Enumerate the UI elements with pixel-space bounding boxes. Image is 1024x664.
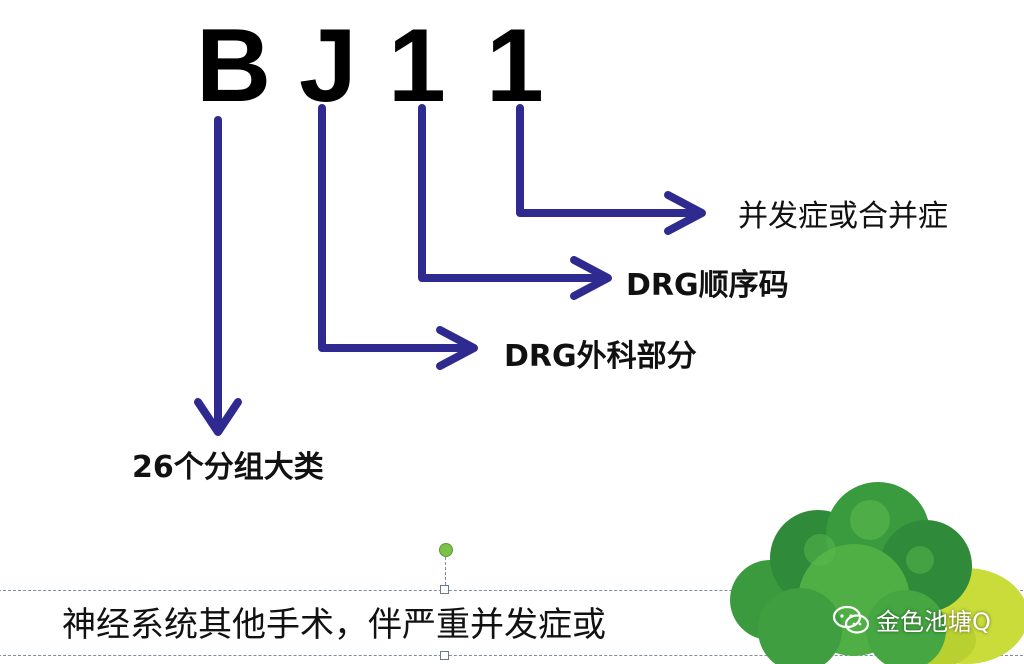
caption-text: 神经系统其他手术，伴严重并发症或	[62, 605, 606, 645]
watermark: 金色池塘Q	[832, 602, 991, 637]
caption-textbox[interactable]	[0, 590, 1024, 656]
label-surgical-part: DRG外科部分	[504, 339, 697, 374]
resize-handle-bottom[interactable]	[440, 651, 449, 660]
arrow-j-path	[318, 104, 474, 352]
code-char-j: J	[299, 8, 357, 124]
rotation-connector	[445, 557, 446, 585]
watermark-text: 金色池塘Q	[876, 608, 991, 636]
code-char-1-first: 1	[388, 8, 446, 124]
label-sequence-code: DRG顺序码	[626, 268, 789, 303]
arrow-j-head	[436, 326, 478, 370]
wechat-icon	[832, 605, 870, 634]
rotation-handle[interactable]	[439, 543, 453, 557]
code-char-1-second: 1	[486, 8, 544, 124]
arrow-1b-path	[516, 104, 702, 217]
label-complication: 并发症或合并症	[738, 199, 948, 234]
arrow-1a-head	[570, 256, 612, 300]
arrow-1a-path	[418, 104, 608, 282]
arrow-b-head	[194, 398, 242, 436]
code-char-b: B	[196, 8, 272, 124]
resize-handle-top[interactable]	[440, 585, 449, 594]
label-major-category: 26个分组大类	[132, 450, 324, 485]
bush-icon	[730, 482, 1024, 664]
arrow-1b-head	[664, 191, 706, 235]
